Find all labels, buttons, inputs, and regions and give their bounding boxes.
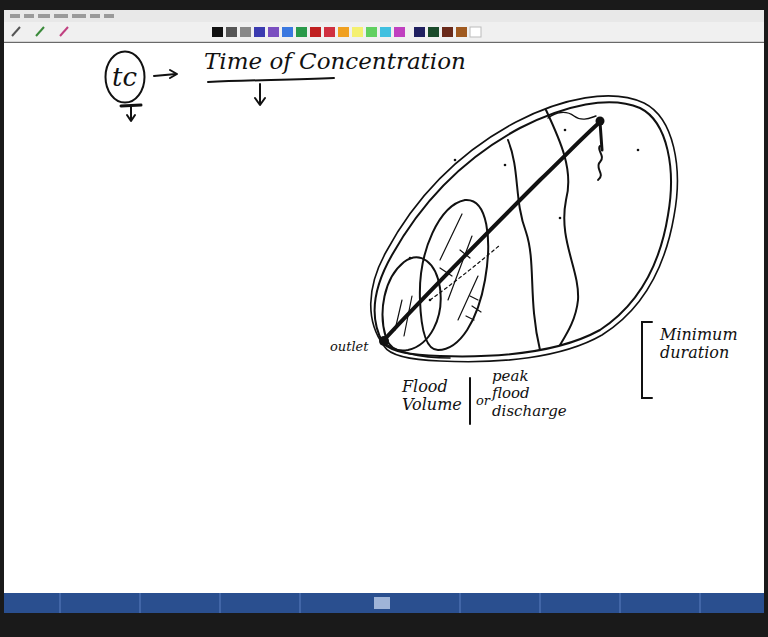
heading-text: Time of Concentration	[204, 48, 466, 74]
note-text: Minimum duration	[660, 326, 750, 363]
note-text: peak flood discharge	[492, 368, 562, 420]
note-text: or	[476, 394, 490, 409]
outlet-label: outlet	[330, 340, 369, 355]
symbol-text: tc	[112, 62, 138, 92]
circled-symbol: tc	[104, 50, 146, 104]
note-text: Flood Volume	[402, 378, 460, 415]
